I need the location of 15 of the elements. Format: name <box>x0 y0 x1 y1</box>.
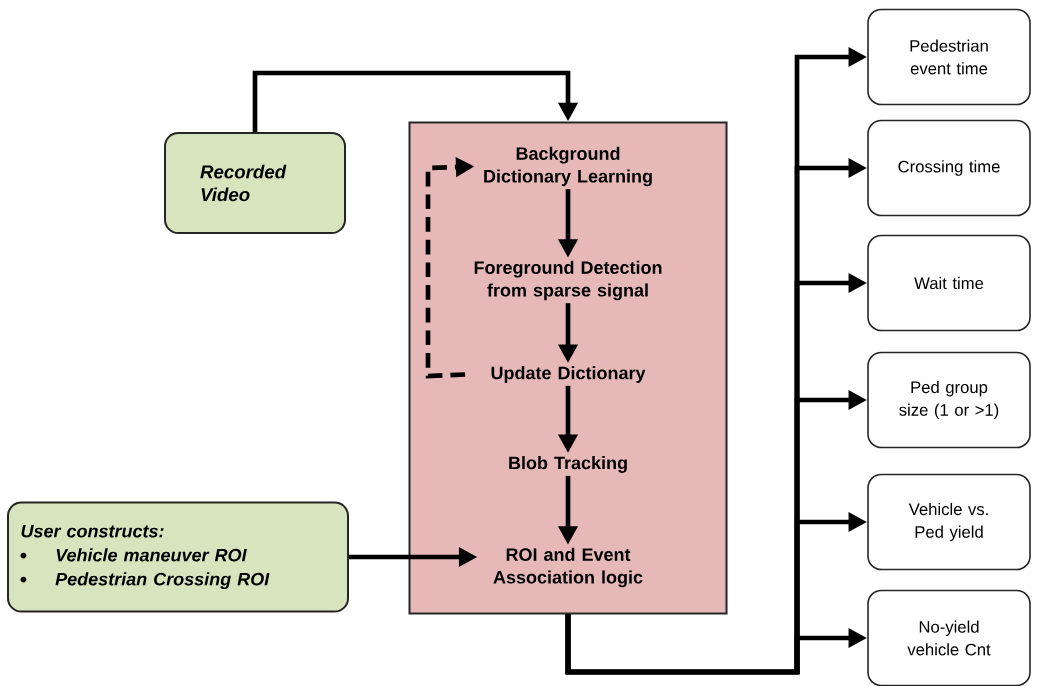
step-label: Background Dictionary Learning <box>484 146 652 187</box>
process-panel <box>408 121 728 615</box>
arrow <box>252 70 579 132</box>
step-label: Foreground Detection from sparse signal <box>474 260 662 301</box>
input-box: User constructs: Vehicle maneuver ROI Pedestrian Crossing ROI <box>7 501 349 613</box>
output-box: Crossing time <box>867 119 1031 217</box>
step-label: ROI and Event Association logic <box>493 547 643 588</box>
step-label: Blob Tracking <box>509 456 627 473</box>
input-box: Recorded Video <box>164 132 346 234</box>
step-label: Update Dictionary <box>491 366 646 383</box>
output-box: Vehicle vs. Ped yield <box>867 473 1031 571</box>
output-box: Wait time <box>867 234 1031 332</box>
output-box: Pedestrian event time <box>867 8 1031 106</box>
output-box: Ped group size (1 or >1) <box>867 351 1031 449</box>
output-box: No-yield vehicle Cnt <box>867 589 1031 686</box>
